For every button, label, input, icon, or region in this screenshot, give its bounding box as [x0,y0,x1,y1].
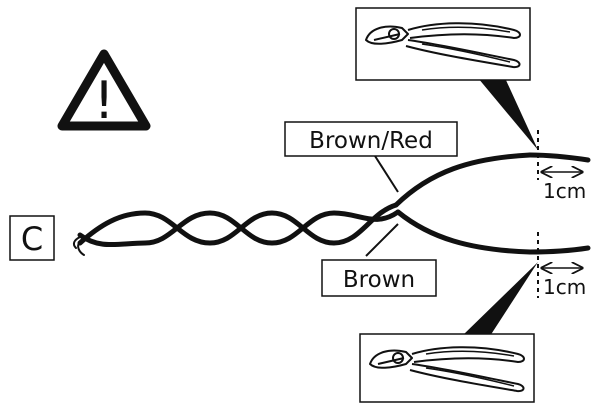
callout-wedge-upper [478,78,538,150]
wire-brown [395,209,591,255]
section-label: C [21,220,43,258]
twisted-wire-pair [72,202,401,256]
wire-cutter-icon [365,22,521,69]
callout-wedge-lower [462,262,538,336]
label-brown-red-text: Brown/Red [309,128,433,154]
measure-label-lower: 1cm [543,275,586,299]
label-brown-red: Brown/Red [284,121,458,193]
measure-label-upper: 1cm [543,179,586,203]
tool-box-upper [355,7,531,81]
section-label-box: C [9,215,55,261]
wire-brown-red [393,152,591,208]
label-brown: Brown [321,223,437,297]
warning-exclamation: ! [94,71,115,131]
label-brown-text: Brown [343,267,415,293]
tool-box-lower [359,333,535,403]
wire-cutter-icon [369,346,525,393]
warning-triangle-icon: ! [57,49,151,131]
